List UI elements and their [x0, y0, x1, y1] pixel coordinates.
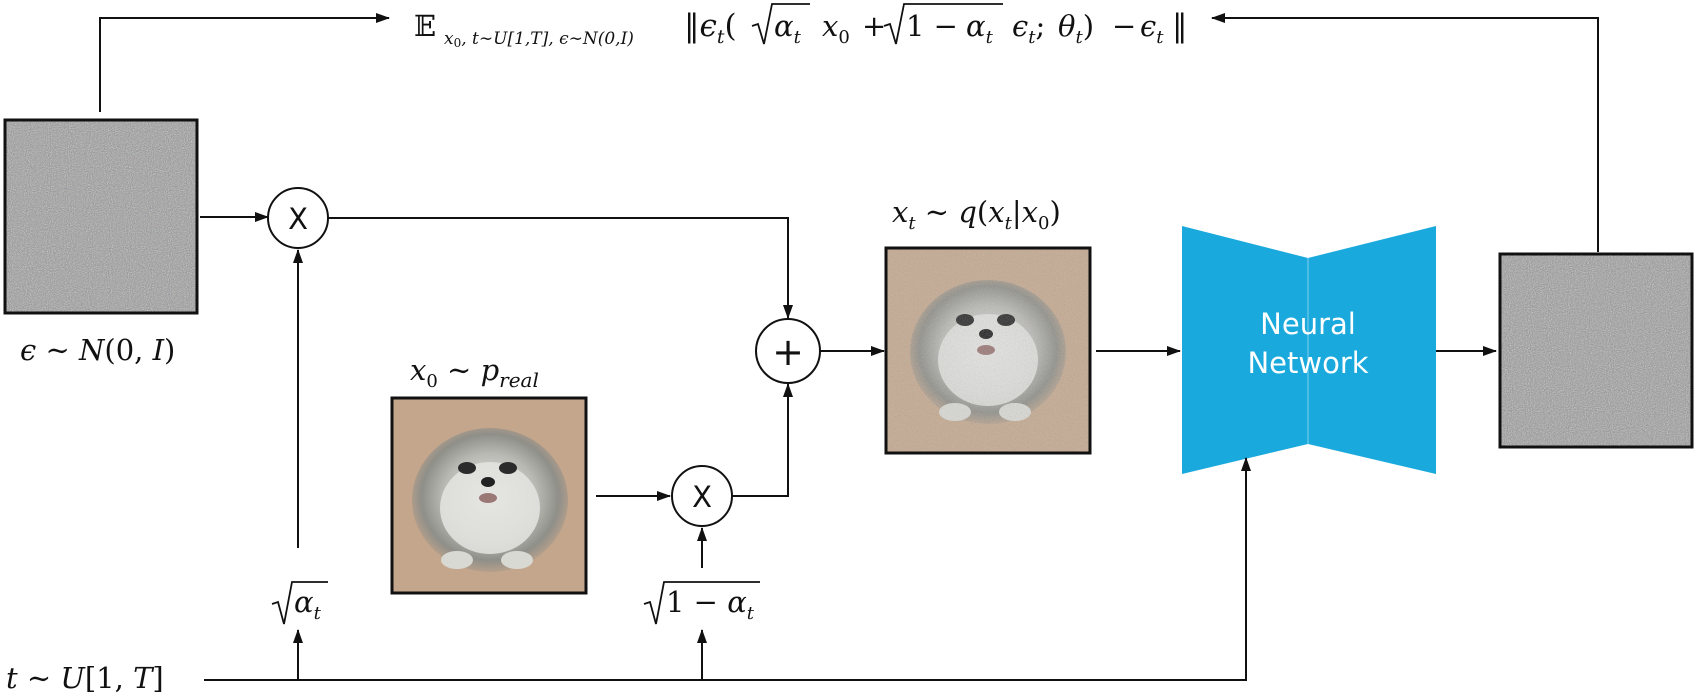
- svg-text:αt: αt: [966, 9, 994, 48]
- real-image-label: x0 ∼ preal: [410, 353, 539, 392]
- real-image: [390, 396, 588, 595]
- svg-text:x0: x0: [822, 9, 850, 48]
- svg-text:1 −: 1 −: [906, 9, 958, 43]
- timestep-to-network-arrow: [204, 457, 1251, 681]
- svg-text:+: +: [772, 330, 804, 374]
- svg-text:X: X: [692, 480, 712, 514]
- multiply-node-real: X: [671, 465, 733, 527]
- loss-formula: 𝔼 x0, t∼U[1,T], ϵ∼N(0,I) ‖ϵt( αt x0 + 1 …: [414, 3, 1188, 50]
- scaled-noise-to-add-arrow: [328, 217, 793, 319]
- svg-text:X: X: [288, 202, 308, 236]
- svg-text:θt): θt): [1058, 9, 1094, 48]
- svg-text:x0, t∼U[1,T], ϵ∼N(0,I): x0, t∼U[1,T], ϵ∼N(0,I): [444, 29, 634, 50]
- noisy-image-label: xt ∼ q(xt|x0): [892, 195, 1061, 234]
- svg-text:ϵt;: ϵt;: [1012, 9, 1045, 48]
- noise-to-loss-arrow: [99, 13, 390, 112]
- sqrt-one-minus-alpha-label: 1 − αt: [643, 581, 760, 625]
- neural-network-block: Neural Network: [1182, 226, 1436, 474]
- network-label-line2: Network: [1247, 346, 1368, 380]
- predicted-noise-image: [1498, 252, 1694, 449]
- output-to-loss-arrow: [1211, 13, 1599, 252]
- multiply-node-noise: X: [267, 187, 329, 249]
- svg-text:ϵt: ϵt: [1140, 9, 1164, 48]
- svg-text:αt: αt: [774, 9, 802, 48]
- svg-text:αt: αt: [294, 585, 322, 624]
- svg-text:1 − αt: 1 − αt: [666, 585, 755, 624]
- scaled-real-to-add-arrow: [732, 383, 793, 497]
- add-node: +: [755, 318, 821, 384]
- noise-label: ϵ ∼ N(0, I): [20, 333, 175, 367]
- svg-text:‖ϵt(: ‖ϵt(: [684, 8, 737, 48]
- noisy-image: [884, 246, 1092, 455]
- noise-image: [3, 118, 199, 315]
- svg-text:𝔼: 𝔼: [414, 9, 436, 43]
- sqrt-alpha-label: αt: [271, 581, 328, 625]
- timestep-label: t ∼ U[1, T]: [6, 661, 164, 695]
- network-label-line1: Neural: [1260, 307, 1356, 341]
- svg-text:−: −: [1112, 9, 1136, 43]
- expectation-symbol: 𝔼: [414, 9, 436, 43]
- svg-text:+: +: [862, 9, 886, 43]
- svg-text:‖: ‖: [1172, 8, 1188, 44]
